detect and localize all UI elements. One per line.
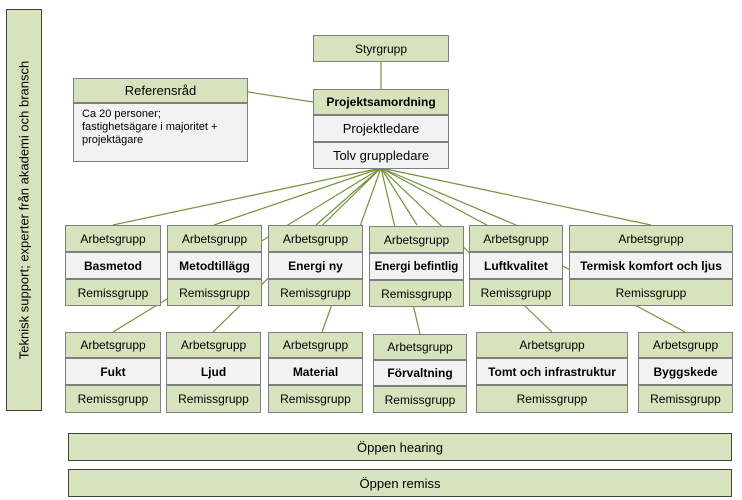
- connector-termisk: [380, 167, 652, 226]
- remissgrupp-label: Remissgrupp: [65, 279, 161, 306]
- referensrad-body: Ca 20 personer; fastighetsägare i majori…: [73, 103, 248, 162]
- projektledare-box: Projektledare: [313, 115, 449, 142]
- technical-support-bar: Teknisk support; experter från akademi o…: [6, 9, 42, 411]
- remissgrupp-label: Remissgrupp: [569, 279, 733, 306]
- technical-support-label: Teknisk support; experter från akademi o…: [16, 60, 32, 360]
- group-title: Metodtillägg: [167, 252, 262, 279]
- group-title: Luftkvalitet: [469, 252, 563, 279]
- remissgrupp-label: Remissgrupp: [268, 385, 363, 413]
- group-title: Fukt: [65, 358, 161, 385]
- remissgrupp-label: Remissgrupp: [369, 280, 464, 307]
- connector-metodtillagg: [213, 167, 382, 226]
- gruppledare-box: Tolv gruppledare: [313, 142, 449, 169]
- group-title: Byggskede: [638, 358, 733, 385]
- arbetsgrupp-label: Arbetsgrupp: [373, 334, 467, 360]
- group-title: Förvaltning: [373, 360, 467, 386]
- arbetsgrupp-label: Arbetsgrupp: [369, 226, 464, 253]
- connector-luftkvalitet: [380, 167, 517, 226]
- group-title: Ljud: [166, 358, 261, 385]
- group-title: Termisk komfort och ljus: [569, 252, 733, 279]
- arbetsgrupp-label: Arbetsgrupp: [65, 225, 161, 252]
- group-title: Energi ny: [268, 252, 363, 279]
- referensrad-title: Referensråd: [73, 78, 248, 103]
- group-title: Tomt och infrastruktur: [476, 358, 628, 385]
- connector-energi-befintlig: [380, 167, 418, 226]
- styrgrupp-box: Styrgrupp: [313, 35, 449, 62]
- arbetsgrupp-label: Arbetsgrupp: [65, 332, 161, 358]
- connector-basmetod: [112, 167, 382, 226]
- connector-energi-ny: [315, 167, 382, 226]
- remissgrupp-label: Remissgrupp: [65, 385, 161, 413]
- remissgrupp-label: Remissgrupp: [268, 279, 363, 306]
- remissgrupp-label: Remissgrupp: [476, 385, 628, 413]
- group-title: Material: [268, 358, 363, 385]
- remissgrupp-label: Remissgrupp: [469, 279, 563, 306]
- group-title: Energi befintlig: [369, 253, 464, 280]
- remissgrupp-label: Remissgrupp: [373, 386, 467, 413]
- arbetsgrupp-label: Arbetsgrupp: [268, 332, 363, 358]
- remissgrupp-label: Remissgrupp: [166, 385, 261, 413]
- arbetsgrupp-label: Arbetsgrupp: [476, 332, 628, 358]
- arbetsgrupp-label: Arbetsgrupp: [569, 225, 733, 252]
- oppen-remiss-bar: Öppen remiss: [68, 469, 732, 497]
- remissgrupp-label: Remissgrupp: [167, 279, 262, 306]
- arbetsgrupp-label: Arbetsgrupp: [167, 225, 262, 252]
- arbetsgrupp-label: Arbetsgrupp: [469, 225, 563, 252]
- connector-referensrad: [247, 91, 314, 103]
- arbetsgrupp-label: Arbetsgrupp: [268, 225, 363, 252]
- oppen-hearing-bar: Öppen hearing: [68, 433, 732, 461]
- projektsamordning-box: Projektsamordning: [313, 89, 449, 115]
- arbetsgrupp-label: Arbetsgrupp: [166, 332, 261, 358]
- arbetsgrupp-label: Arbetsgrupp: [638, 332, 733, 358]
- remissgrupp-label: Remissgrupp: [638, 385, 733, 413]
- group-title: Basmetod: [65, 252, 161, 279]
